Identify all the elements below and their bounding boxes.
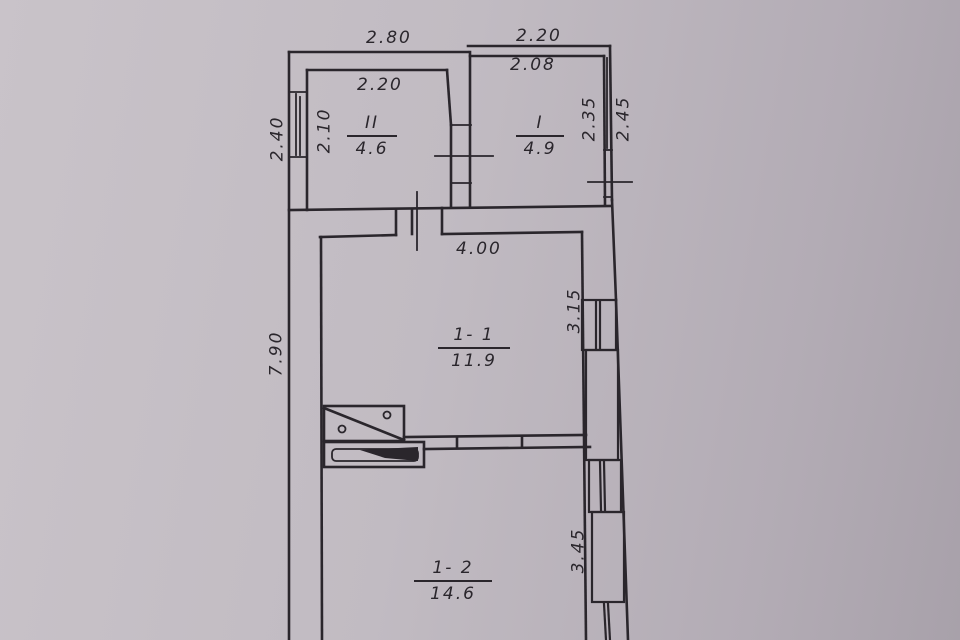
room-1-2-divider — [414, 580, 492, 582]
dim-room-1-2-height: 3.45 — [568, 527, 589, 574]
window-left — [288, 91, 308, 158]
dim-top-right-width: 2.20 — [516, 26, 562, 46]
stove-icon — [322, 404, 406, 443]
room-i-walls — [468, 50, 607, 208]
room-1-1-number: 1- 1 — [453, 325, 495, 345]
room-i-divider — [516, 135, 564, 137]
room-ii-divider — [347, 135, 397, 137]
room-1-1-divider — [438, 347, 510, 349]
chimney-icon — [322, 440, 426, 469]
dim-room-i-height: 2.35 — [579, 95, 600, 142]
room-ii-area: 4.6 — [355, 139, 389, 159]
partition-wall — [402, 433, 592, 451]
middle-wall — [287, 204, 614, 239]
room-ii-walls — [305, 68, 453, 212]
room-ii-label: II 4.6 — [344, 115, 400, 158]
room-i-number: I — [536, 113, 544, 133]
dim-right-upper-height: 2.45 — [613, 95, 634, 142]
room-ii-number: II — [364, 113, 380, 133]
dim-room-1-1-height: 3.15 — [564, 287, 585, 334]
dim-room-ii-height: 2.10 — [314, 107, 335, 154]
dim-left-upper-height: 2.40 — [267, 115, 288, 162]
dim-room-ii-width: 2.20 — [357, 75, 403, 95]
room-1-1-label: 1- 1 11.9 — [434, 327, 514, 370]
dim-room-i-width: 2.08 — [510, 55, 556, 75]
dim-top-left-width: 2.80 — [366, 28, 412, 48]
room-1-2-number: 1- 2 — [432, 558, 474, 578]
right-side-windows — [580, 298, 626, 640]
door-marks — [416, 124, 633, 251]
room-1-1-area: 11.9 — [451, 351, 497, 371]
room-i-area: 4.9 — [523, 139, 557, 159]
room-i-label: I 4.9 — [512, 115, 568, 158]
room-1-2-area: 14.6 — [430, 584, 476, 604]
room-1-2-label: 1- 2 14.6 — [411, 560, 495, 603]
dim-left-total-height: 7.90 — [266, 330, 287, 377]
dim-room-1-1-width: 4.00 — [456, 239, 502, 259]
